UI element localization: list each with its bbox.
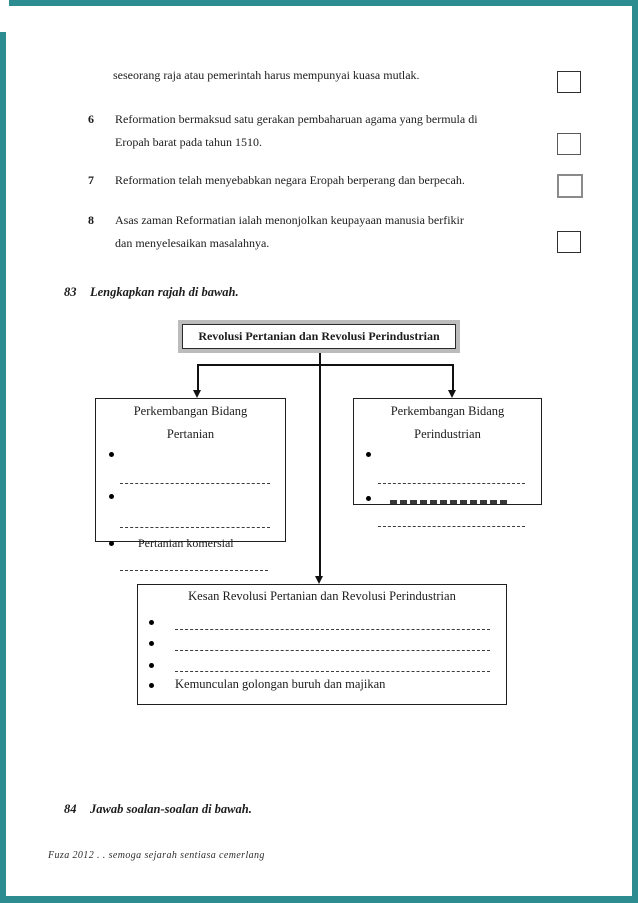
kesan-answer-blank-1[interactable] [175, 629, 490, 630]
diagram-title-box: Revolusi Pertanian dan Revolusi Perindus… [178, 320, 460, 353]
bullet-icon [109, 541, 114, 546]
bullet-icon [366, 496, 371, 501]
bullet-icon [149, 641, 154, 646]
statement-8-number: 8 [88, 213, 94, 227]
statement-6-line1: Reformation bermaksud satu gerakan pemba… [115, 112, 478, 126]
page-frame-top [9, 0, 638, 6]
bullet-icon [109, 494, 114, 499]
question-84-instruction: Jawab soalan-soalan di bawah. [90, 802, 252, 816]
left-bullet3-label: Pertanian komersial [138, 536, 234, 550]
kesan-answer-blank-2[interactable] [175, 650, 490, 651]
arrow-center-icon [315, 576, 323, 584]
page-frame-bottom [0, 896, 638, 903]
kesan-bullet4-label: Kemunculan golongan buruh dan majikan [175, 677, 386, 691]
right-branch-box: Perkembangan Bidang Perindustrian [353, 398, 542, 505]
diagram-title-text: Revolusi Pertanian dan Revolusi Perindus… [182, 324, 456, 349]
question-83-instruction: Lengkapkan rajah di bawah. [90, 285, 239, 299]
kesan-answer-blank-3[interactable] [175, 671, 490, 672]
overlapped-text-smudge [390, 500, 508, 504]
statement-8-line1: Asas zaman Reformatian ialah menonjolkan… [115, 213, 464, 227]
answer-checkbox-1[interactable] [557, 71, 581, 93]
bullet-icon [149, 620, 154, 625]
answer-checkbox-2[interactable] [557, 133, 581, 155]
connector-left-vertical [197, 364, 199, 390]
right-answer-blank-1[interactable] [378, 483, 525, 484]
answer-checkbox-3[interactable] [557, 174, 583, 198]
right-box-title-line2: Perindustrian [414, 427, 481, 441]
statement-8-line2: dan menyelesaikan masalahnya. [115, 236, 270, 250]
left-branch-box: Perkembangan Bidang Pertanian [95, 398, 286, 542]
answer-checkbox-4[interactable] [557, 231, 581, 253]
connector-stub [319, 353, 321, 364]
left-answer-blank-2[interactable] [120, 527, 270, 528]
left-box-title-line1: Perkembangan Bidang [133, 404, 248, 418]
bullet-icon [149, 663, 154, 668]
page-frame-left [0, 32, 6, 903]
statement-6-line2: Eropah barat pada tahun 1510. [115, 135, 262, 149]
left-answer-blank-1[interactable] [120, 483, 270, 484]
kesan-box: Kesan Revolusi Pertanian dan Revolusi Pe… [137, 584, 507, 705]
connector-horizontal [197, 364, 453, 366]
left-box-title-line2: Pertanian [166, 427, 215, 441]
bullet-icon [366, 452, 371, 457]
kesan-box-title: Kesan Revolusi Pertanian dan Revolusi Pe… [188, 589, 456, 603]
footer-credit: Fuza 2012 . . semoga sejarah sentiasa ce… [48, 850, 265, 861]
right-answer-blank-2[interactable] [378, 526, 525, 527]
right-box-title-line1: Perkembangan Bidang [390, 404, 505, 418]
statement-intro-continuation: seseorang raja atau pemerintah harus mem… [113, 68, 420, 82]
statement-6-number: 6 [88, 112, 94, 126]
left-answer-blank-3[interactable] [120, 570, 268, 571]
statement-7-line1: Reformation telah menyebabkan negara Ero… [115, 173, 465, 187]
bullet-icon [149, 683, 154, 688]
question-84-number: 84 [64, 802, 77, 816]
connector-center-vertical [319, 364, 321, 576]
statement-7-number: 7 [88, 173, 94, 187]
bullet-icon [109, 452, 114, 457]
connector-right-vertical [452, 364, 454, 390]
question-83-number: 83 [64, 285, 77, 299]
arrow-left-icon [193, 390, 201, 398]
page-frame-right [632, 0, 638, 903]
arrow-right-icon [448, 390, 456, 398]
